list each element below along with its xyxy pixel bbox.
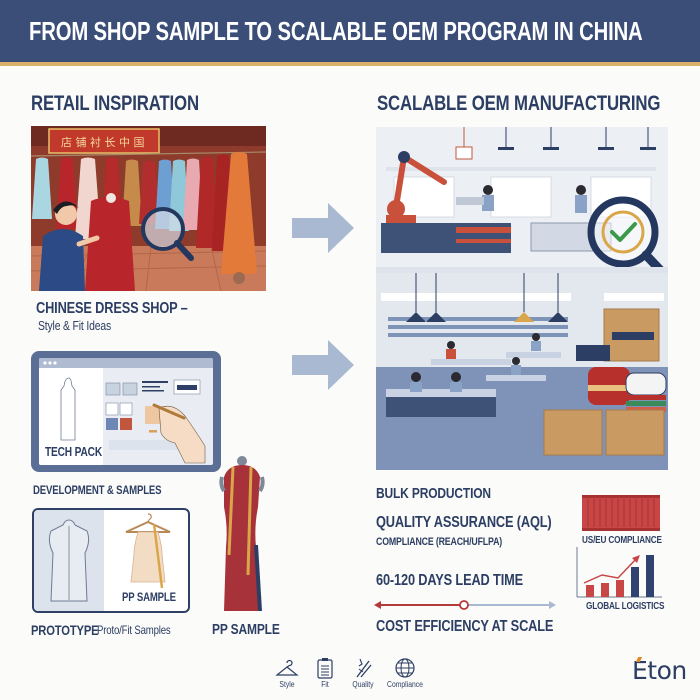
eton-logo-text: Eton [632, 656, 687, 685]
svg-text:店 铺 衬 长 中 国: 店 铺 衬 长 中 国 [61, 135, 144, 149]
footer-label-compliance: Compliance [387, 680, 423, 689]
cost-efficiency-label: COST EFFICIENCY AT SCALE [376, 618, 554, 635]
footer-label-quality: Quality [352, 680, 374, 689]
pp-sample-caption: PP SAMPLE [212, 621, 280, 638]
pp-sample-inner-label: PP SAMPLE [122, 590, 176, 604]
chinese-dress-shop-illustration: 店 铺 衬 长 中 国 [31, 126, 266, 291]
tech-pack-label: TECH PACK [45, 444, 103, 459]
footer-label-style: Style [279, 680, 295, 689]
scalable-oem-heading: SCALABLE OEM MANUFACTURING [377, 92, 661, 115]
prototype-samples-panel: PP SAMPLE [32, 508, 190, 613]
globe-icon [395, 658, 415, 678]
eton-logo: Eton [632, 656, 687, 685]
pp-sample-hanger-dress [125, 513, 171, 589]
shipping-container-icon [582, 495, 660, 531]
global-logistics-label: GLOBAL LOGISTICS [586, 601, 665, 612]
tablet-screen [39, 358, 213, 465]
shop-caption-title: CHINESE DRESS SHOP – [36, 300, 188, 317]
development-samples-caption: DEVELOPMENT & SAMPLES [33, 483, 162, 497]
tech-pack-tablet-illustration: TECH PACK [31, 351, 221, 472]
header-banner [0, 0, 700, 62]
us-eu-compliance-label: US/EU COMPLIANCE [582, 535, 662, 546]
clipboard-icon [317, 658, 333, 679]
prototype-caption: PROTOTYPE [31, 622, 99, 638]
ruler-pencil-icon [356, 658, 372, 678]
prototype-sketch-panel [34, 510, 104, 611]
footer-label-fit: Fit [321, 680, 329, 689]
arrow-right-icon [292, 340, 354, 390]
page-title: FROM SHOP SAMPLE TO SCALABLE OEM PROGRAM… [29, 16, 643, 46]
hanger-icon [275, 659, 299, 676]
header-accent-stripe [0, 62, 700, 66]
quality-assurance-label: QUALITY ASSURANCE (AQL) [376, 514, 552, 531]
bulk-production-label: BULK PRODUCTION [376, 485, 491, 502]
proto-fit-samples-caption: Proto/Fit Samples [97, 623, 171, 637]
compliance-label: COMPLIANCE (REACH/UFLPA) [376, 536, 503, 548]
lead-time-timeline [374, 600, 556, 610]
arrow-right-icon [292, 203, 354, 253]
oem-factory-illustration [376, 127, 668, 470]
shop-caption-subtitle: Style & Fit Ideas [38, 318, 111, 333]
red-qipao-mannequin-illustration [219, 456, 265, 611]
lead-time-label: 60-120 DAYS LEAD TIME [376, 572, 523, 589]
growth-bar-chart-icon [576, 547, 662, 598]
retail-inspiration-heading: RETAIL INSPIRATION [31, 92, 199, 115]
